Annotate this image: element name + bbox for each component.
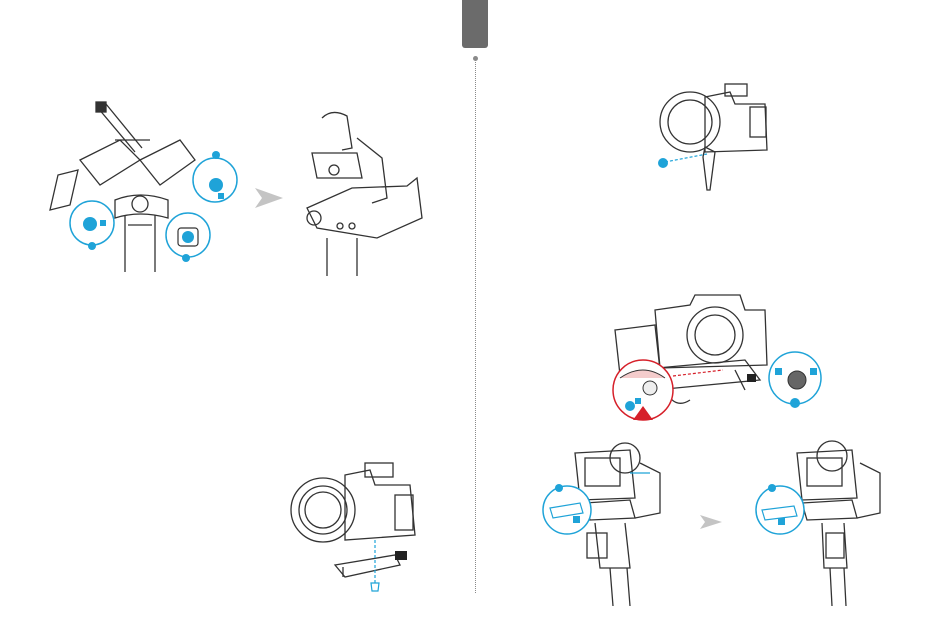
figure-unlock-axes — [40, 100, 240, 275]
unlock-callout-right-top — [193, 151, 237, 202]
unlock-callout-bottom — [166, 213, 210, 262]
figure-mount-camera-lock — [595, 290, 835, 430]
page-tab-marker — [462, 0, 488, 48]
figure-balance-before — [535, 438, 685, 608]
unlock-callout-left — [70, 201, 114, 250]
balance-callout-before — [543, 484, 591, 534]
figure-camera-support — [655, 82, 775, 194]
figure-gimbal-folded — [292, 108, 427, 276]
divider-dot — [473, 56, 478, 61]
figure-balance-after — [752, 438, 902, 608]
column-divider — [475, 58, 476, 593]
balance-callout-after — [756, 484, 804, 534]
arrow-right-icon-balance — [700, 515, 722, 529]
figure-camera-baseplate — [285, 455, 420, 595]
arrow-right-icon — [255, 188, 283, 208]
lock-callout-left — [613, 360, 673, 420]
lock-callout-right — [769, 352, 821, 408]
